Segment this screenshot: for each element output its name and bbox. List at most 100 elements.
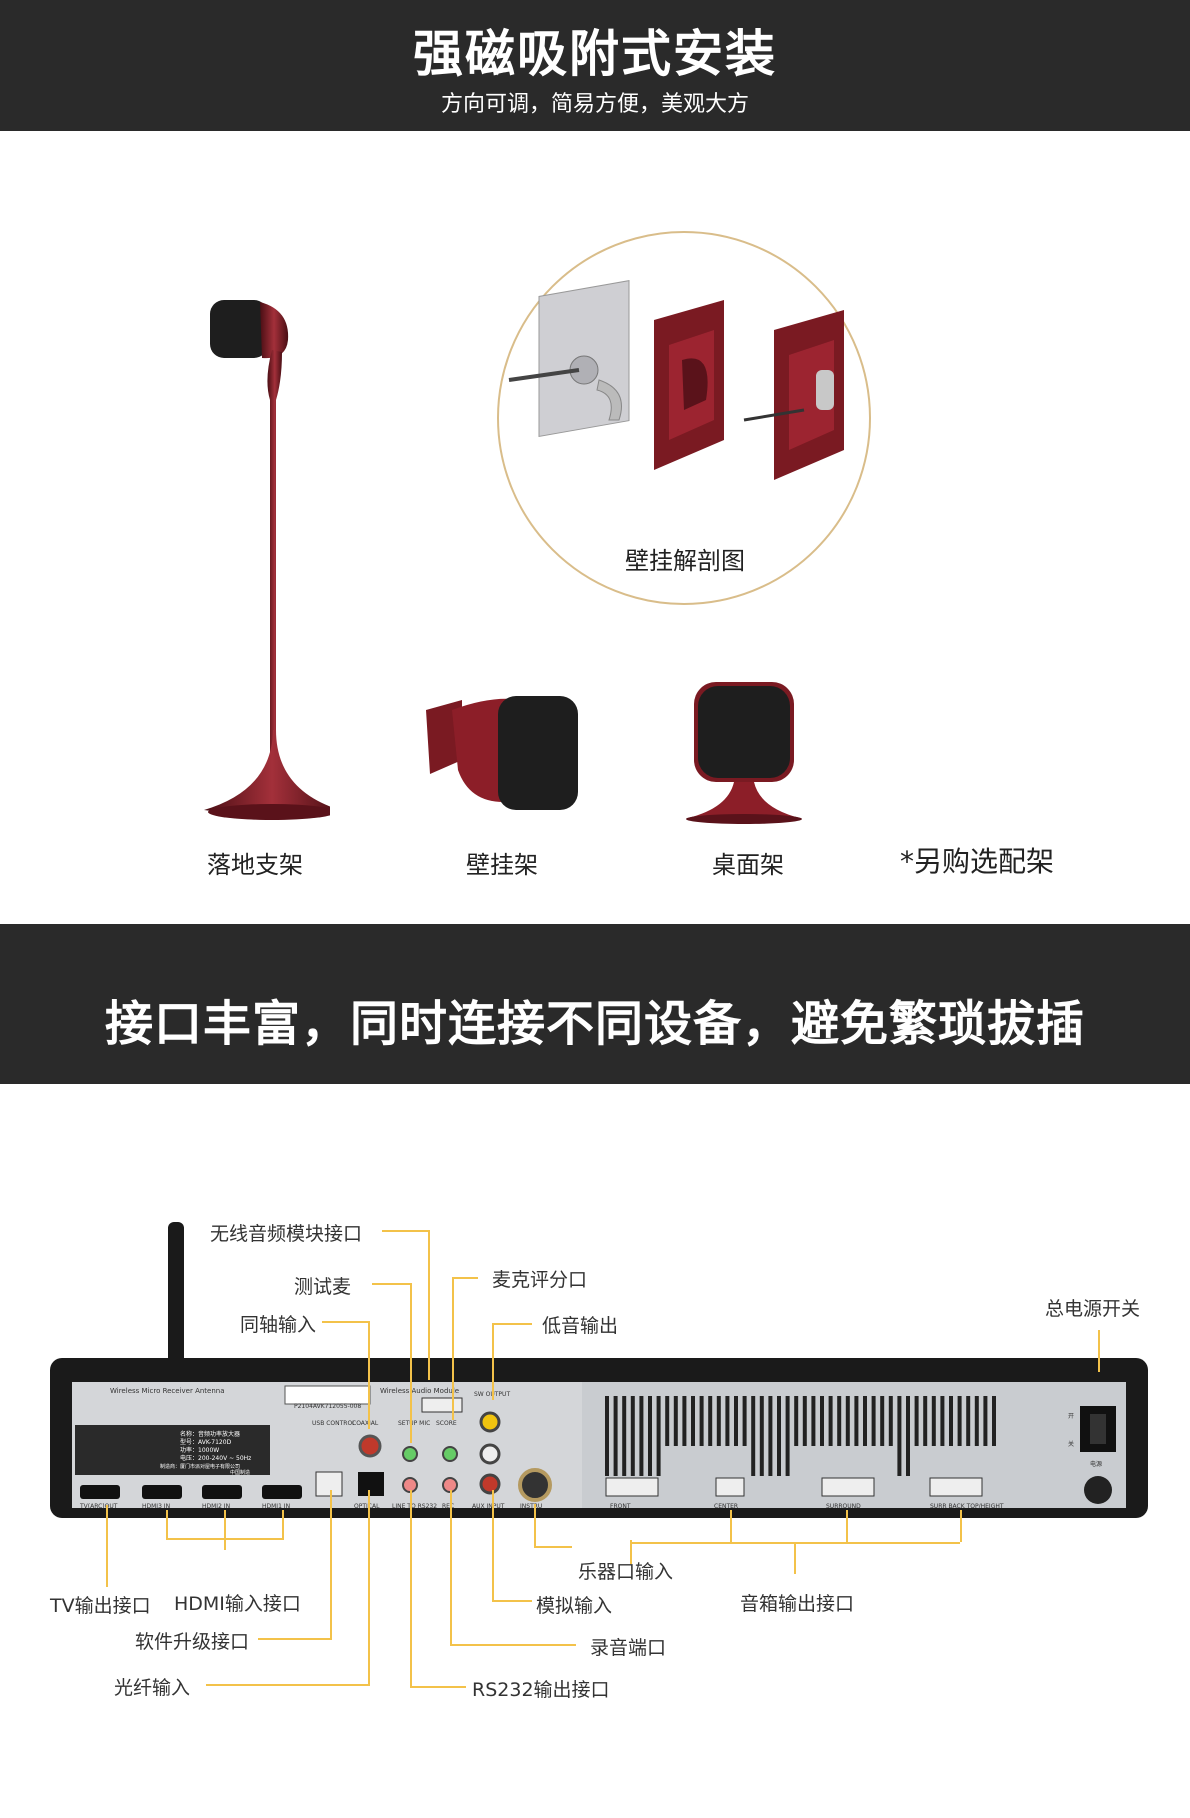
- wall-mount-speaker-illustration: [426, 696, 578, 810]
- svg-text:AUX INPUT: AUX INPUT: [472, 1503, 505, 1510]
- vent-bar: [785, 1396, 790, 1476]
- vent-bar: [639, 1396, 644, 1476]
- vent-bar: [828, 1396, 833, 1446]
- svg-text:名称：音频功率放大器: 名称：音频功率放大器: [180, 1430, 240, 1438]
- vent-bar: [880, 1396, 885, 1446]
- callout-coax-in: 同轴输入: [240, 1314, 317, 1336]
- vent-bar: [622, 1396, 627, 1476]
- vent-bar: [931, 1396, 936, 1446]
- vent-bar: [854, 1396, 859, 1446]
- vent-bar: [820, 1396, 824, 1446]
- vent-bar: [613, 1396, 618, 1476]
- svg-text:OPTICAL: OPTICAL: [354, 1503, 380, 1510]
- vent-bar: [811, 1396, 816, 1446]
- vent-bar: [699, 1396, 704, 1446]
- section-title-interfaces: 接口丰富，同时连接不同设备，避免繁琐拔插: [104, 996, 1085, 1052]
- vent-bar: [691, 1396, 695, 1446]
- svg-text:CENTER: CENTER: [714, 1503, 738, 1510]
- section-header-mount: 强磁吸附式安装 方向可调，简易方便，美观大方: [0, 0, 1190, 131]
- vent-bar: [923, 1396, 928, 1446]
- svg-text:COAXIAL: COAXIAL: [352, 1420, 379, 1427]
- callout-speaker-out: 音箱输出接口: [740, 1593, 855, 1615]
- vent-bar: [888, 1396, 893, 1446]
- vent-bar: [656, 1396, 661, 1476]
- vent-bar: [906, 1396, 910, 1476]
- vent-bar: [914, 1396, 919, 1446]
- vent-bar: [682, 1396, 687, 1446]
- svg-text:电压：200-240V ~ 50Hz: 电压：200-240V ~ 50Hz: [180, 1454, 251, 1462]
- callout-test-mic: 测试麦: [294, 1276, 352, 1298]
- svg-text:REC: REC: [442, 1503, 454, 1510]
- callout-rs232: RS232输出接口: [472, 1679, 610, 1701]
- vent-bar: [777, 1396, 781, 1476]
- vent-bar: [837, 1396, 842, 1446]
- svg-text:制造商：厦门市派对屋电子有限公司: 制造商：厦门市派对屋电子有限公司: [160, 1463, 240, 1470]
- svg-text:型号：AVK-7120D: 型号：AVK-7120D: [180, 1438, 232, 1446]
- callout-instrument-in: 乐器口输入: [578, 1561, 674, 1583]
- callout-rec: 录音端口: [590, 1637, 667, 1659]
- vent-bar: [768, 1396, 773, 1476]
- svg-text:功率：1000W: 功率：1000W: [180, 1446, 219, 1454]
- vent-bar: [949, 1396, 953, 1446]
- amplifier-rear-panel: Wireless Micro Receiver Antenna P2104AVK…: [50, 1222, 1148, 1518]
- desk-stand-label: 桌面架: [712, 851, 784, 879]
- vent-bar: [716, 1396, 721, 1446]
- svg-text:LINE TO RS232: LINE TO RS232: [392, 1503, 437, 1510]
- vent-bar: [983, 1396, 988, 1446]
- svg-text:开: 开: [1068, 1413, 1074, 1420]
- vent-bar: [974, 1396, 979, 1446]
- svg-text:SCORE: SCORE: [436, 1420, 457, 1427]
- floor-stand-label: 落地支架: [207, 851, 303, 879]
- svg-text:Wireless Micro Receiver Anten: Wireless Micro Receiver Antenna: [110, 1387, 225, 1395]
- vent-bar: [665, 1396, 670, 1446]
- svg-text:HDMI1 IN: HDMI1 IN: [262, 1503, 290, 1510]
- vent-bar: [794, 1396, 799, 1446]
- vent-bar: [742, 1396, 747, 1446]
- callout-usb-upgrade: 软件升级接口: [135, 1631, 250, 1653]
- vent-bar: [605, 1396, 609, 1476]
- vent-bar: [966, 1396, 971, 1446]
- svg-text:中国制造: 中国制造: [230, 1469, 250, 1476]
- callout-power-switch: 总电源开关: [1045, 1298, 1141, 1320]
- callout-hdmi-in: HDMI输入接口: [174, 1593, 301, 1615]
- svg-text:关: 关: [1068, 1440, 1074, 1448]
- svg-text:INSTRU: INSTRU: [520, 1503, 542, 1510]
- section-header-interfaces: 接口丰富，同时连接不同设备，避免繁琐拔插: [0, 924, 1190, 1084]
- vent-bar: [673, 1396, 678, 1446]
- callout-mic-score: 麦克评分口: [492, 1269, 588, 1291]
- vent-grille: [605, 1396, 996, 1476]
- svg-text:Wireless Audio Module: Wireless Audio Module: [380, 1387, 459, 1395]
- wall-mount-label: 壁挂架: [466, 851, 538, 879]
- desk-stand-speaker-illustration: [686, 682, 802, 824]
- anatomy-caption: 壁挂解剖图: [625, 547, 745, 575]
- vent-bar: [845, 1396, 850, 1446]
- vent-bar: [957, 1396, 962, 1446]
- svg-text:电源: 电源: [1090, 1460, 1102, 1468]
- svg-text:SURR BACK TOP/HEIGHT: SURR BACK TOP/HEIGHT: [930, 1503, 1004, 1510]
- floor-stand-illustration: [204, 300, 330, 820]
- optional-note: *另购选配架: [900, 845, 1055, 878]
- svg-text:FRONT: FRONT: [610, 1503, 631, 1510]
- vent-bar: [751, 1396, 756, 1476]
- svg-text:SETUP MIC: SETUP MIC: [398, 1420, 430, 1427]
- callout-sub-out: 低音输出: [542, 1315, 619, 1337]
- svg-text:P2104AVK712055-008: P2104AVK712055-008: [294, 1403, 361, 1410]
- vent-bar: [940, 1396, 945, 1446]
- svg-text:SURROUND: SURROUND: [826, 1503, 861, 1510]
- vent-bar: [708, 1396, 713, 1446]
- vent-bar: [871, 1396, 876, 1446]
- section-title-mount: 强磁吸附式安装: [413, 25, 777, 83]
- vent-bar: [734, 1396, 738, 1446]
- svg-text:USB CONTROL: USB CONTROL: [312, 1420, 356, 1427]
- vent-bar: [759, 1396, 764, 1476]
- vent-bar: [863, 1396, 867, 1446]
- section-subtitle-mount: 方向可调，简易方便，美观大方: [440, 92, 749, 117]
- callout-wireless-module: 无线音频模块接口: [210, 1223, 363, 1245]
- svg-text:TV(ARC)OUT: TV(ARC)OUT: [79, 1503, 118, 1510]
- vent-bar: [725, 1396, 730, 1446]
- callout-analog-in: 模拟输入: [536, 1595, 613, 1617]
- vent-bar: [648, 1396, 652, 1476]
- vent-bar: [992, 1396, 996, 1446]
- vent-bar: [630, 1396, 635, 1476]
- callout-optical-in: 光纤输入: [114, 1677, 191, 1699]
